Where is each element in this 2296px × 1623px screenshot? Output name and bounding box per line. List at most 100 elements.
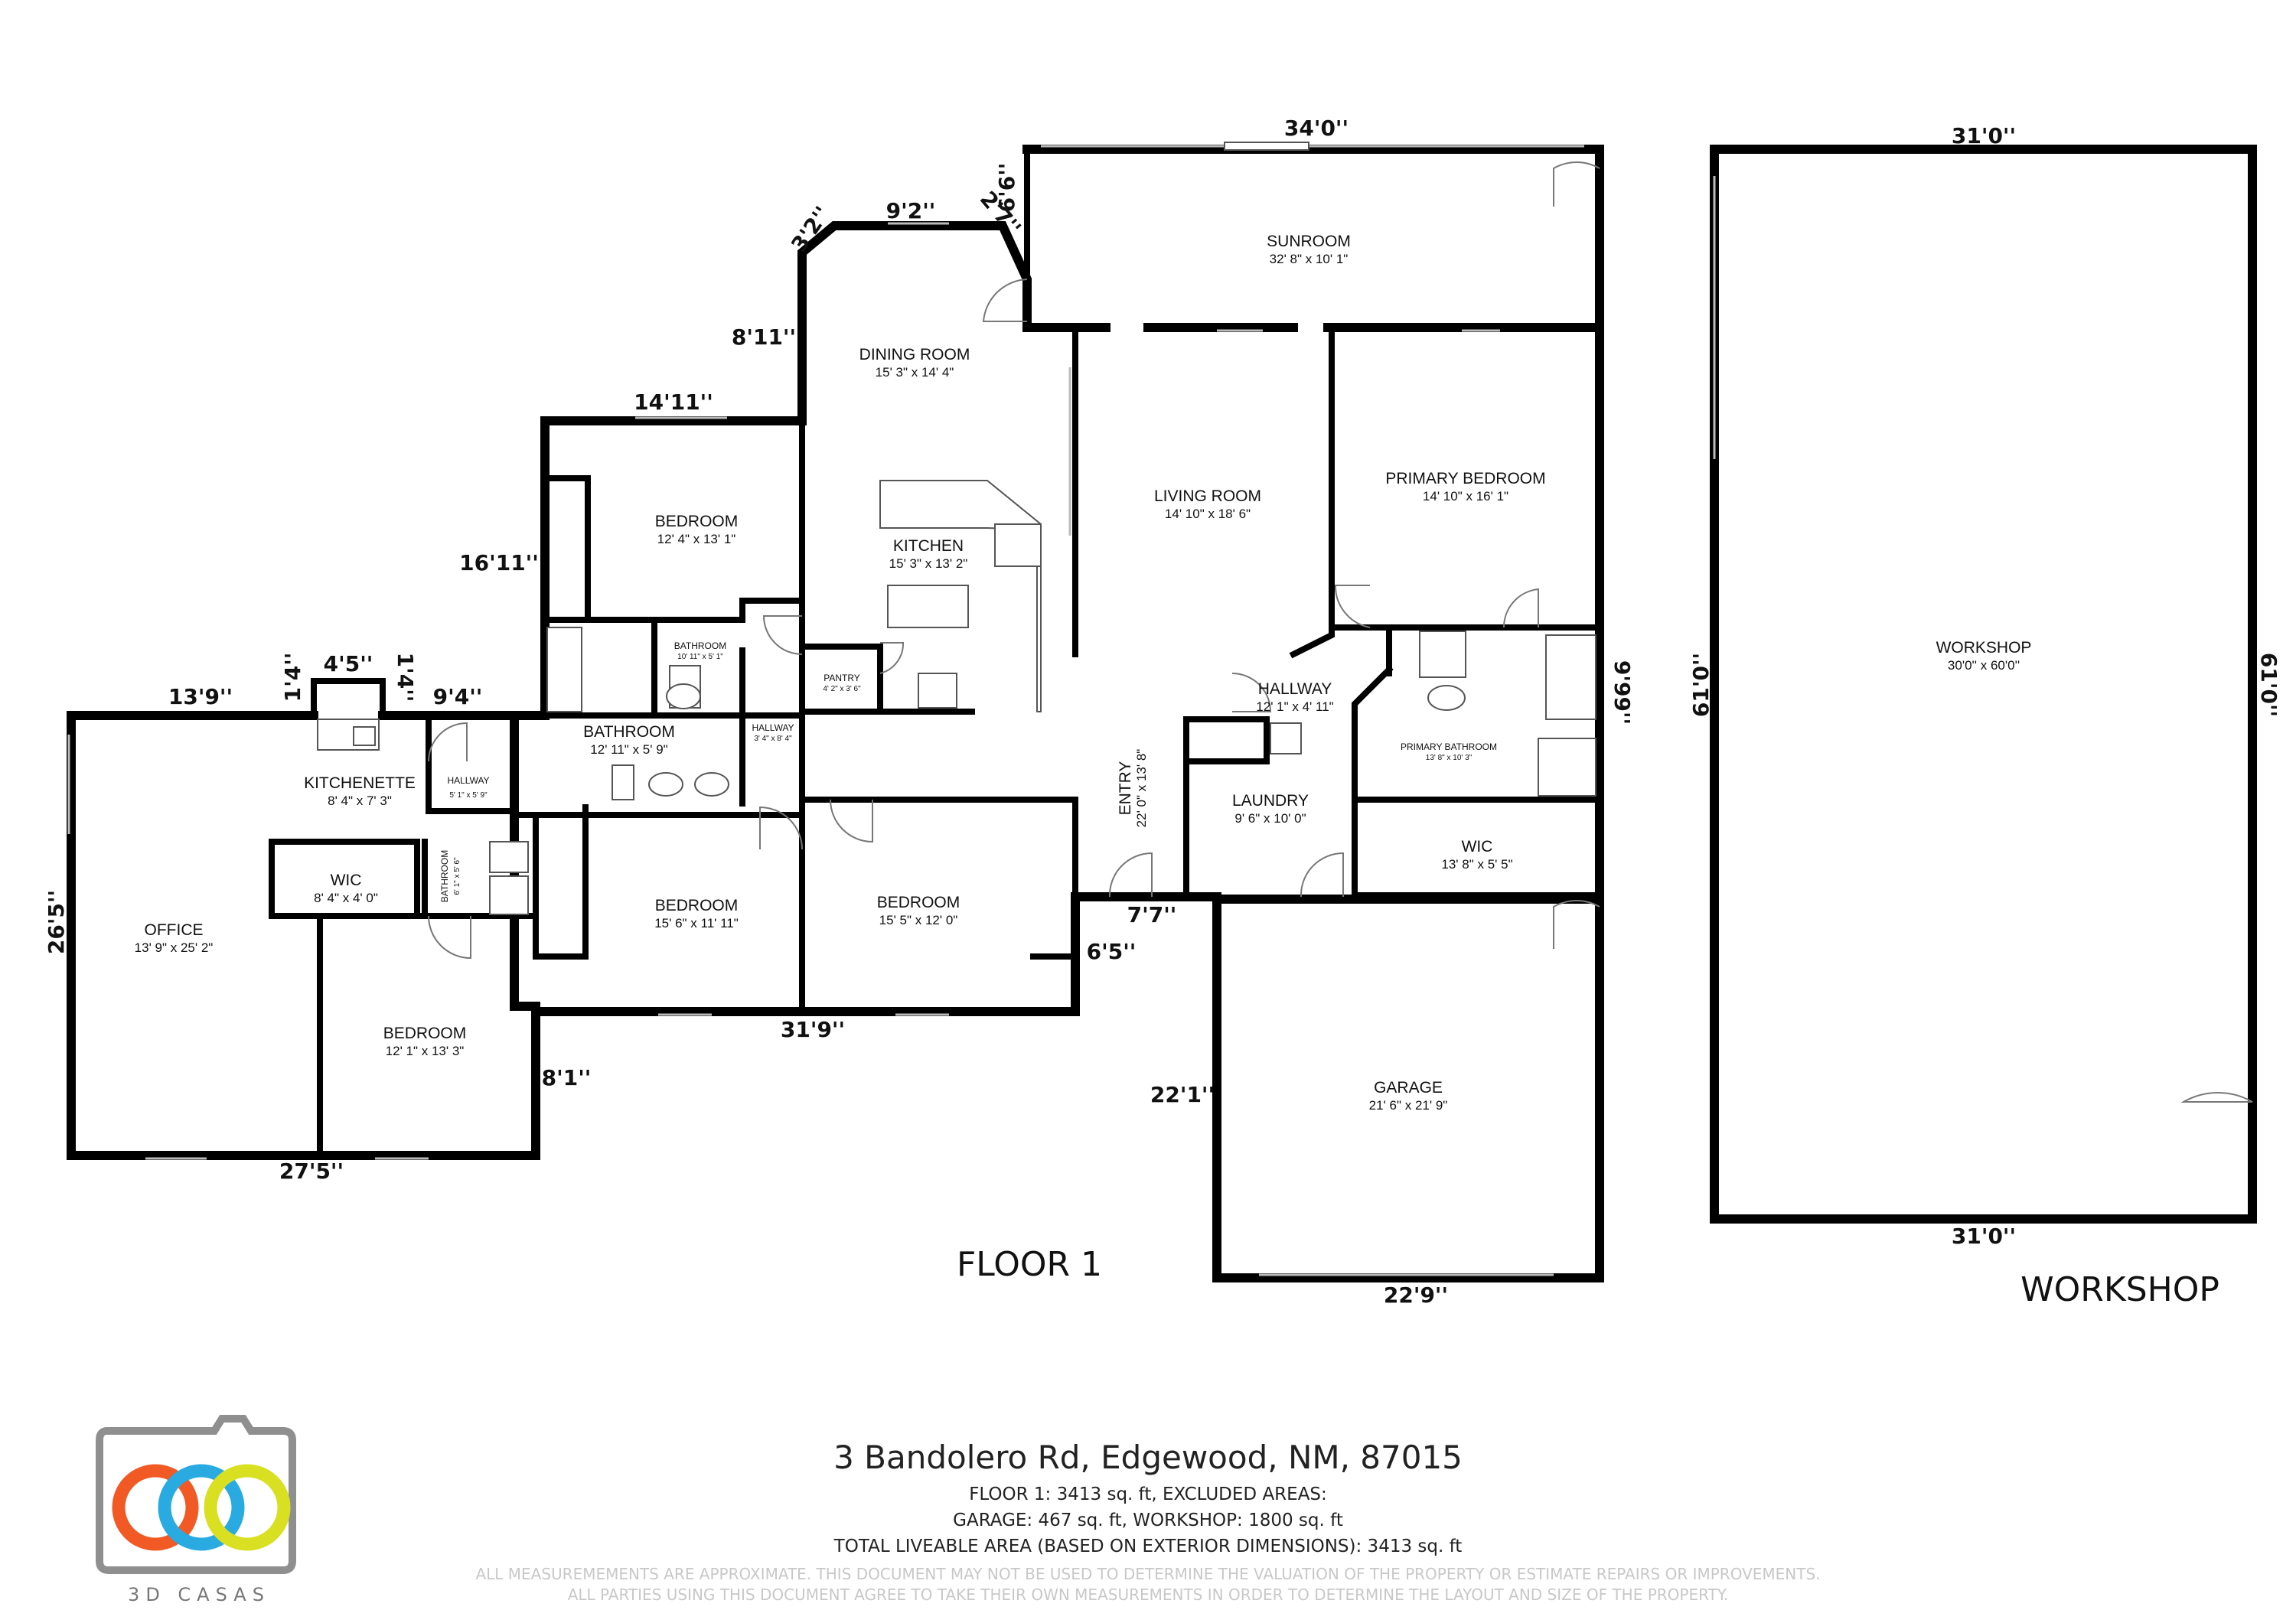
primary-sink xyxy=(1427,685,1466,711)
bedroom3-door[interactable] xyxy=(830,799,873,843)
disclaimer-2: ALL PARTIES USING THIS DOCUMENT AGREE TO… xyxy=(567,1586,1729,1604)
kitchen-counter xyxy=(879,480,1042,712)
bedroom2-closet xyxy=(533,804,589,960)
floor-1-label: FLOOR 1 xyxy=(957,1245,1102,1284)
room-hallway-small-dims: 3' 4" x 8' 4" xyxy=(754,735,792,743)
room-wic-east-dims: 13' 8" x 5' 5" xyxy=(1441,857,1512,872)
bedroom4-door[interactable] xyxy=(428,915,471,960)
bedroom3-closet xyxy=(1030,797,1078,960)
garage-side-door[interactable] xyxy=(1553,899,1600,949)
area-line-2: GARAGE: 467 sq. ft, WORKSHOP: 1800 sq. f… xyxy=(953,1511,1343,1530)
blue-ring-icon xyxy=(158,1464,245,1551)
room-bedroom1-dims: 12' 4" x 13' 1" xyxy=(657,532,736,546)
area-line-3: TOTAL LIVEABLE AREA (BASED ON EXTERIOR D… xyxy=(833,1537,1463,1556)
room-sunroom-name: SUNROOM xyxy=(1267,233,1351,250)
room-dining-name: DINING ROOM xyxy=(859,346,970,363)
hallway-door[interactable] xyxy=(1231,673,1272,712)
room-dining-dims: 15' 3" x 14' 4" xyxy=(876,365,954,380)
bath-small-sink xyxy=(666,683,701,709)
room-kitchenette-dims: 8' 4" x 7' 3" xyxy=(328,794,392,808)
sunroom-area xyxy=(1022,142,1604,332)
hallway-west-walls xyxy=(426,712,517,814)
dim-south-bottom: 31'9'' xyxy=(781,1017,845,1042)
room-kitchen-name: KITCHEN xyxy=(893,537,964,555)
range xyxy=(918,673,957,709)
room-laundry-name: LAUNDRY xyxy=(1232,792,1309,810)
dim-workshop-top: 31'0'' xyxy=(1952,123,2016,148)
laundry-door[interactable] xyxy=(1300,852,1344,898)
sunroom-slider xyxy=(1224,142,1309,151)
sunroom-walls xyxy=(1022,145,1604,332)
room-primary-bathroom-dims: 13' 8" x 10' 3" xyxy=(1426,754,1473,762)
dim-workshop-bottom: 31'0'' xyxy=(1952,1224,2016,1249)
bedroom2-door[interactable] xyxy=(759,806,803,850)
room-primary-bedroom-name: PRIMARY BEDROOM xyxy=(1385,470,1545,487)
primary-toilet xyxy=(1419,631,1466,678)
dim-bedroom-top: 14'11'' xyxy=(634,389,713,415)
dim-dining-top: 9'2'' xyxy=(886,198,936,223)
dim-dining-right-small: 6'6'' xyxy=(994,163,1019,213)
primary-bedroom-door[interactable] xyxy=(1334,585,1371,628)
room-bedroom2-name: BEDROOM xyxy=(655,897,739,914)
entry-door[interactable] xyxy=(1108,852,1153,898)
3d-casas-logo: 3D CASAS xyxy=(96,1415,296,1605)
room-wic-east-name: WIC xyxy=(1462,838,1493,855)
hallway-west-door[interactable] xyxy=(428,722,468,762)
workshop-building xyxy=(1710,145,2257,1224)
room-bedroom4-dims: 12' 1" x 13' 3" xyxy=(386,1044,465,1058)
bath-small-north xyxy=(651,598,805,623)
room-primary-bedroom-dims: 14' 10" x 16' 1" xyxy=(1423,489,1508,504)
dim-garage-left: 22'1'' xyxy=(1150,1082,1215,1107)
room-bedroom3-dims: 15' 5" x 12' 0" xyxy=(879,913,958,927)
pantry-door[interactable] xyxy=(879,642,905,674)
room-bathroom-small-name: BATHROOM xyxy=(674,640,726,651)
room-laundry-dims: 9' 6" x 10' 0" xyxy=(1234,811,1306,826)
room-workshop-dims: 30'0'' x 60'0'' xyxy=(1948,658,2020,673)
dining-exterior-door[interactable] xyxy=(982,279,1028,322)
dim-bedroom-left: 16'11'' xyxy=(459,550,539,575)
room-wic-west-name: WIC xyxy=(331,872,362,889)
room-workshop-name: WORKSHOP xyxy=(1936,639,2032,657)
area-line-1: FLOOR 1: 3413 sq. ft, EXCLUDED AREAS: xyxy=(969,1484,1327,1504)
dim-dining-left: 8'11'' xyxy=(732,324,796,350)
room-office-dims: 13' 9" x 25' 2" xyxy=(135,940,214,955)
fixtures xyxy=(317,480,1596,915)
primary-bath-west xyxy=(1352,665,1603,803)
room-pantry-dims: 4' 2" x 3' 6" xyxy=(823,685,861,693)
dim-office-top: 13'9'' xyxy=(168,684,233,709)
kitchenette-bumpout xyxy=(311,678,386,719)
room-garage-name: GARAGE xyxy=(1374,1079,1443,1097)
dim-kitchenette-c: 1'4'' xyxy=(393,653,418,702)
camera-frame-icon xyxy=(96,1415,296,1574)
room-hallway-center-dims: 12' 1" x 4' 11" xyxy=(1256,699,1333,714)
south-wall xyxy=(531,952,1080,1016)
room-bathroom-small-dims: 10' 11" x 5' 1" xyxy=(677,653,723,661)
dim-hallway-top: 9'4'' xyxy=(433,684,483,709)
bath-small-tub xyxy=(546,627,582,712)
dim-office-left: 26'5'' xyxy=(44,890,69,954)
room-wic-west-dims: 8' 4" x 4' 0" xyxy=(314,891,378,905)
bath-west-toilet xyxy=(489,841,529,873)
dim-entry-bottom: 7'7'' xyxy=(1127,902,1177,927)
dim-west-bottom: 27'5'' xyxy=(279,1159,344,1184)
sunroom-door[interactable] xyxy=(1553,161,1600,207)
primary-shower xyxy=(1538,738,1596,797)
office-walls xyxy=(67,711,540,1160)
dim-kitchenette-a: 1'4'' xyxy=(280,653,305,702)
room-entry-dims: 22' 0" x 13' 8" xyxy=(1134,749,1149,828)
doors xyxy=(428,279,1539,960)
interior-walls xyxy=(269,330,1603,1159)
room-hallway-west-name: HALLWAY xyxy=(447,775,489,786)
dim-entry-side: 6'5'' xyxy=(1087,939,1137,964)
dim-east-side: 9'99'' xyxy=(1609,660,1635,725)
workshop-label: WORKSHOP xyxy=(2020,1270,2219,1309)
dim-bedroom-right: 8'1'' xyxy=(542,1065,592,1090)
bath-main-sink-a xyxy=(648,772,683,797)
yellow-ring-icon xyxy=(204,1464,291,1551)
hallway-small-door[interactable] xyxy=(762,615,803,655)
disclaimer-1: ALL MEASUREMEMENTS ARE APPROXIMATE. THIS… xyxy=(475,1565,1821,1583)
workshop-door[interactable] xyxy=(2180,1091,2253,1103)
workshop-walls xyxy=(1710,145,2257,1224)
primary-bath-door[interactable] xyxy=(1502,588,1539,628)
room-primary-bathroom-name: PRIMARY BATHROOM xyxy=(1401,741,1497,752)
